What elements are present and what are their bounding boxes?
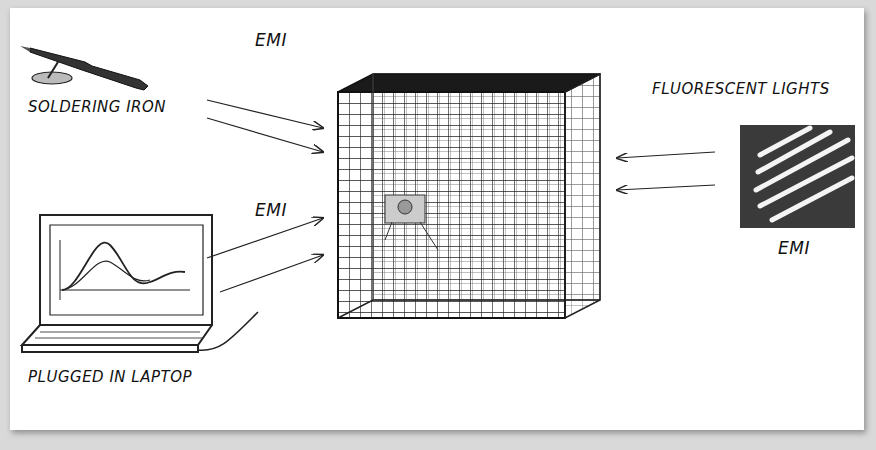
source-label: PLUGGED IN LAPTOP [28,368,192,386]
laptop [22,215,258,352]
device [385,195,438,250]
source-label: SOLDERING IRON [28,98,166,116]
emi-label: EMI [778,238,810,258]
fluorescent-lights [740,125,855,228]
emi-label: EMI [255,30,287,50]
soldering-iron [20,46,148,90]
emi-label: EMI [255,200,287,220]
source-label: FLUORESCENT LIGHTS [652,80,830,98]
faraday-cage [338,74,600,318]
emi-arrows [207,100,715,292]
